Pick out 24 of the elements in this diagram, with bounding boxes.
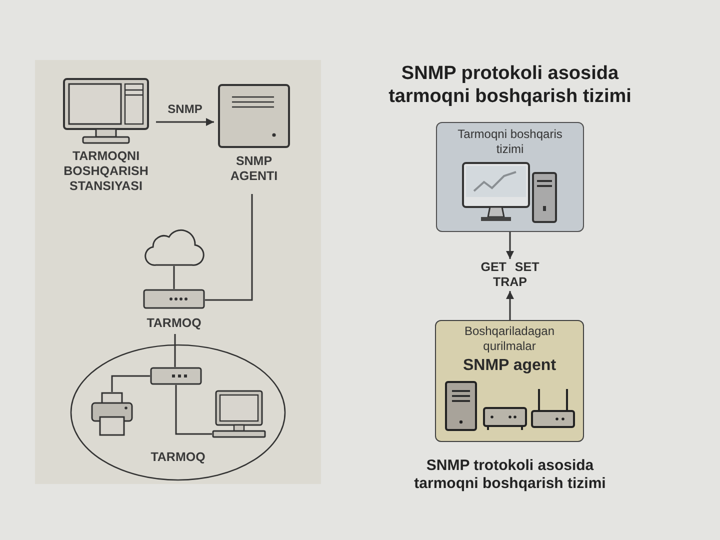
arrow: [506, 232, 514, 259]
node-label: SNMP AGENTI: [229, 154, 279, 184]
monitor-icon: [212, 390, 266, 438]
node-label: TARMOQ: [150, 450, 206, 465]
arrow: [156, 118, 214, 126]
printer-icon: [90, 392, 134, 436]
edge-label: SNMP: [166, 102, 204, 116]
arrow: [506, 291, 514, 320]
connector-line: [173, 266, 175, 289]
command-label: GET SET TRAP: [480, 260, 540, 290]
panel-title: Boshqariladagan qurilmalar: [463, 324, 556, 354]
management-system-panel: [436, 122, 584, 232]
network-switch-icon: [150, 367, 202, 385]
connector-line: [205, 194, 253, 301]
diagram-caption: SNMP trotokoli asosida tarmoqni boshqarish tizimi: [413, 457, 607, 493]
managed-devices-panel: [435, 320, 584, 442]
panel-title: Tarmoqni boshqaris tizimi: [456, 127, 564, 157]
connector-line: [175, 385, 212, 435]
node-label: TARMOQ: [146, 316, 202, 331]
node-label: TARMOQNI BOSHQARISH STANSIYASI: [62, 149, 150, 194]
panel-heading: SNMP agent: [462, 356, 556, 375]
connector-line: [174, 334, 176, 367]
connector-line: [111, 375, 150, 392]
diagram-title: SNMP protokoli asosida tarmoqni boshqarish tizimi: [388, 62, 632, 108]
